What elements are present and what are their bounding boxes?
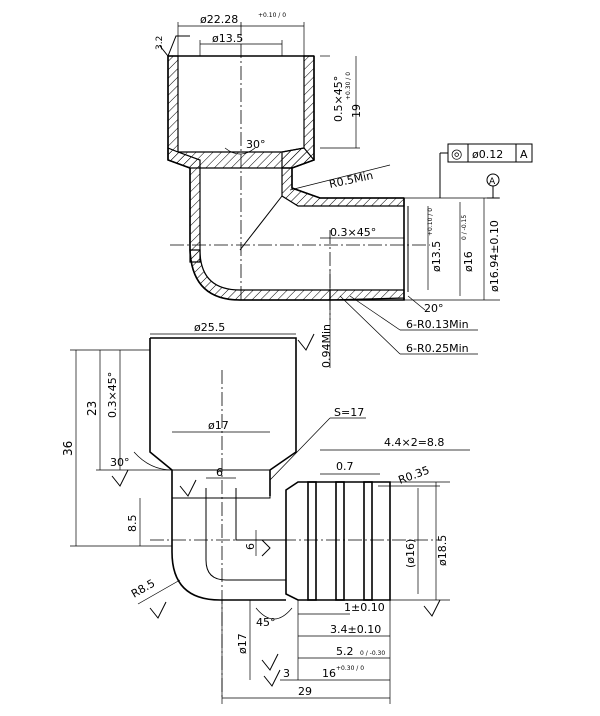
dim-3: 3 [283, 667, 290, 680]
dim-outer-diameter-tol: +0.10 / 0 [258, 12, 286, 19]
surface-finish-icon [159, 35, 190, 57]
surface-mark-icon-6 [149, 601, 167, 619]
barbed-branch [285, 481, 391, 601]
surface-mark-icon-8 [263, 669, 281, 687]
dim-29: 29 [298, 685, 312, 698]
dim-16-ref: (ø16) [404, 539, 417, 568]
dim-chamfer-03-lower: 0.3×45° [106, 372, 119, 418]
dim-bore-135: ø13.5 [430, 241, 443, 272]
dim-depth-19: 19 [350, 104, 363, 118]
radius-r85: R8.5 [129, 577, 157, 601]
surface-finish-value: 3.2 [155, 36, 165, 50]
lower-inner-bore-2 [235, 488, 286, 541]
dim-16: 16 [322, 667, 336, 680]
dim-dia-1694: ø16.94±0.10 [488, 220, 501, 292]
dim-inner-diameter: ø13.5 [212, 32, 243, 45]
dim-dia-255: ø25.5 [194, 321, 225, 334]
barb-ring-1 [307, 481, 317, 601]
body-outline [167, 56, 405, 301]
lower-inner-bore [205, 488, 286, 581]
lower-outline-view: ø25.5 36 23 0.3×45° 30° S=17 ø17 6 4.4×2… [61, 321, 470, 704]
dim-s17: S=17 [334, 406, 364, 419]
angle-45: 45° [256, 616, 276, 629]
lower-socket-outline [149, 337, 297, 601]
dim-6-side: 6 [244, 543, 257, 550]
surface-mark-icon-2 [111, 469, 129, 487]
dim-chamfer-03-upper: 0.3×45° [330, 226, 376, 239]
surface-mark-icon-3 [179, 479, 197, 497]
dim-chamfer-05: 0.5×45° [332, 76, 345, 122]
bore-cone [239, 195, 283, 251]
dim-dia-16-tol: 0 / -0.15 [461, 215, 468, 240]
surface-mark-icon-5 [423, 599, 441, 617]
dim-dia-185: ø18.5 [436, 535, 449, 566]
radius-r035: R0.35 [397, 464, 432, 487]
dim-dia-17-top: ø17 [208, 419, 229, 432]
dim-36: 36 [61, 441, 75, 456]
dim-dia-17-bot: ø17 [236, 633, 249, 654]
surface-mark-icon-7 [261, 653, 279, 671]
dim-outer-diameter: ø22.28 [200, 13, 238, 26]
surface-mark-icon-1 [297, 333, 315, 351]
upper-section-view: ø22.28 +0.10 / 0 ø13.5 3.2 0.5×45° 19 +0… [155, 12, 533, 368]
dim-1: 1±0.10 [344, 601, 385, 614]
dim-6-top: 6 [216, 466, 223, 479]
dim-52: 5.2 [336, 645, 354, 658]
barb-ring-2 [335, 481, 345, 601]
fcf-datum: A [520, 148, 528, 161]
dim-34: 3.4±0.10 [330, 623, 381, 636]
dim-07: 0.7 [336, 460, 354, 473]
radius-r025: 6-R0.25Min [406, 342, 469, 355]
fcf-tolerance: ø0.12 [472, 148, 503, 161]
angle-20: 20° [424, 302, 444, 315]
feature-control-frame: ◎ ø0.12 A [439, 143, 533, 198]
dim-85: 8.5 [126, 515, 139, 533]
hex-flats [171, 469, 271, 499]
surface-mark-icon-4 [261, 539, 271, 557]
dim-depth-19-tol: +0.30 / 0 [345, 72, 352, 100]
datum-a-letter: A [489, 177, 496, 187]
angle-30-upper: 30° [246, 138, 266, 151]
radius-r013: 6-R0.13Min [406, 318, 469, 331]
dim-44x2: 4.4×2=8.8 [384, 436, 444, 449]
dim-23: 23 [85, 401, 99, 416]
wall-094min: 0.94Min [320, 324, 333, 368]
dim-bore-135-tol: +0.10 / 0 [427, 208, 434, 236]
dim-dia-16: ø16 [462, 251, 475, 272]
angle-30-lower: 30° [110, 456, 130, 469]
branch-lower-wall [329, 289, 405, 301]
dim-16-tol: +0.30 / 0 [336, 665, 364, 672]
concentricity-icon: ◎ [451, 147, 462, 162]
dim-52-tol: 0 / -0.30 [360, 650, 385, 657]
barb-ring-3 [363, 481, 373, 601]
datum-a-marker: A [486, 173, 500, 199]
radius-r05min: R0.5Min [328, 169, 374, 191]
